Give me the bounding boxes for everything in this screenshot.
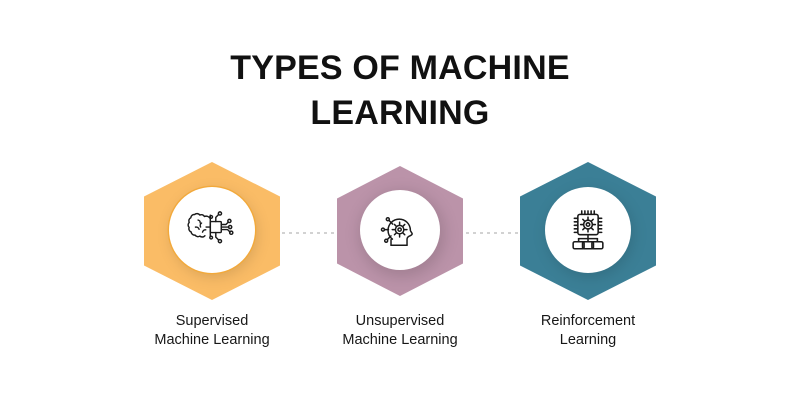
node-supervised-machine-learning[interactable]: Supervised Machine Learning bbox=[117, 150, 307, 348]
brain-circuit-chip-icon bbox=[185, 203, 239, 257]
icon-circle-reinforcement bbox=[545, 187, 631, 273]
hexagon-wrapper-supervised bbox=[117, 150, 307, 310]
icon-circle-supervised bbox=[169, 187, 255, 273]
connector-unsupervised-to-reinforcement bbox=[466, 232, 522, 234]
hexagon-wrapper-unsupervised bbox=[305, 150, 495, 310]
head-profile-gear-icon bbox=[375, 205, 425, 255]
hexagon-wrapper-reinforcement bbox=[493, 150, 683, 310]
node-reinforcement-learning[interactable]: Reinforcement Learning bbox=[493, 150, 683, 348]
icon-circle-unsupervised bbox=[360, 190, 440, 270]
node-label-supervised: Supervised Machine Learning bbox=[154, 313, 270, 348]
connector-supervised-to-unsupervised bbox=[282, 232, 338, 234]
node-label-reinforcement: Reinforcement Learning bbox=[540, 313, 636, 348]
node-label-unsupervised: Unsupervised Machine Learning bbox=[342, 313, 458, 348]
chip-gear-network-icon bbox=[563, 205, 613, 255]
process-row: Supervised Machine Learning bbox=[0, 150, 800, 365]
node-unsupervised-machine-learning[interactable]: Unsupervised Machine Learning bbox=[305, 150, 495, 348]
page-title: TYPES OF MACHINE LEARNING bbox=[230, 49, 570, 132]
